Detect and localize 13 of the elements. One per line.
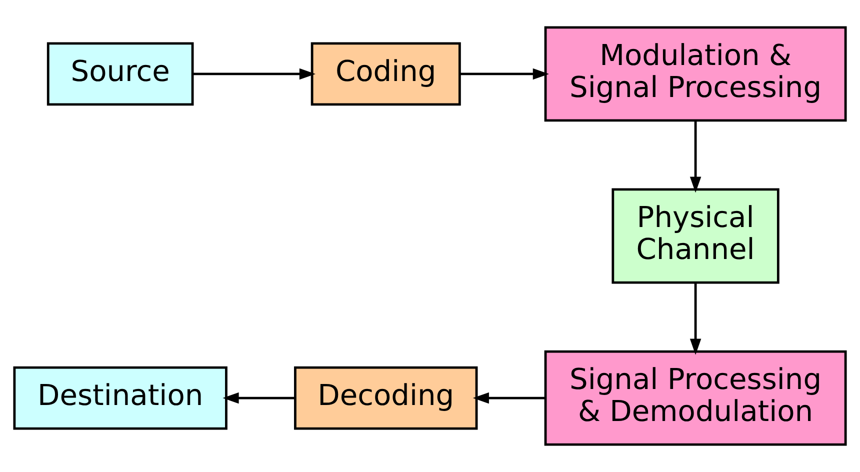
arrow — [460, 68, 549, 80]
arrow — [472, 392, 546, 404]
arrow — [222, 392, 295, 404]
node-box: Decoding — [294, 366, 478, 430]
arrow — [690, 120, 702, 193]
node-box: Physical Channel — [612, 188, 780, 284]
node-box: Destination — [13, 366, 228, 430]
node-box: Signal Processing & Demodulation — [544, 350, 847, 446]
arrow — [690, 282, 702, 355]
arrow — [192, 68, 316, 80]
node-box: Modulation & Signal Processing — [544, 26, 847, 122]
node-box: Coding — [310, 42, 461, 106]
node-box: Source — [46, 42, 194, 106]
